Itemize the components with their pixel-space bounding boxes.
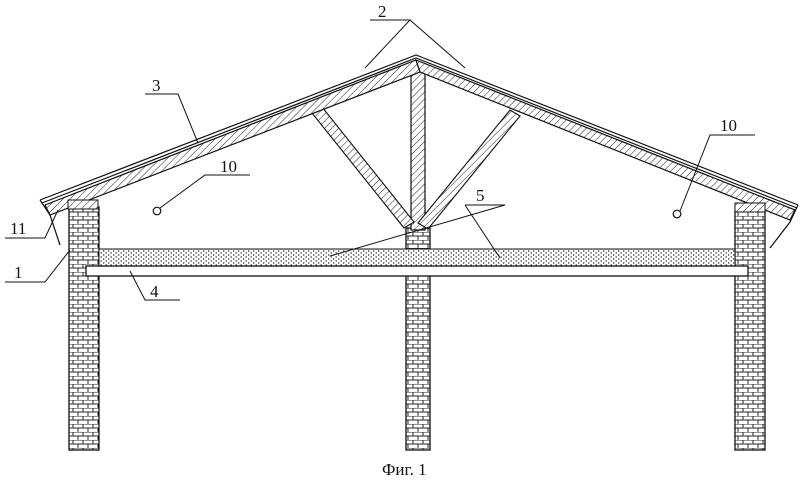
left-rafter (44, 59, 421, 216)
ceiling-slab (85, 265, 749, 277)
label-1: 1 (14, 263, 23, 282)
label-2: 2 (378, 2, 387, 21)
left-strut (311, 106, 415, 229)
brick-walls (68, 206, 766, 451)
right-strut (417, 109, 521, 230)
left-wall-plate (67, 199, 99, 210)
right-vent-hole (672, 209, 682, 219)
roof-covering-inner (41, 57, 798, 209)
label-5: 5 (476, 186, 485, 205)
insulation-layer (98, 248, 736, 267)
right-rafter (415, 58, 796, 221)
figure-caption: Фиг. 1 (382, 460, 427, 479)
label-10-left: 10 (220, 157, 237, 176)
leader-lines (5, 19, 755, 301)
label-11: 11 (10, 219, 26, 238)
roof-covering (39, 54, 799, 206)
king-post (410, 69, 426, 231)
left-vent-hole (152, 206, 162, 216)
right-brick-wall (734, 209, 766, 451)
right-eave-fascia (769, 204, 799, 249)
label-10-right: 10 (720, 116, 737, 135)
label-3: 3 (152, 76, 161, 95)
label-4: 4 (150, 282, 159, 301)
right-wall-plate (734, 202, 766, 213)
left-eave-fascia (39, 199, 61, 246)
left-brick-wall (68, 206, 100, 451)
